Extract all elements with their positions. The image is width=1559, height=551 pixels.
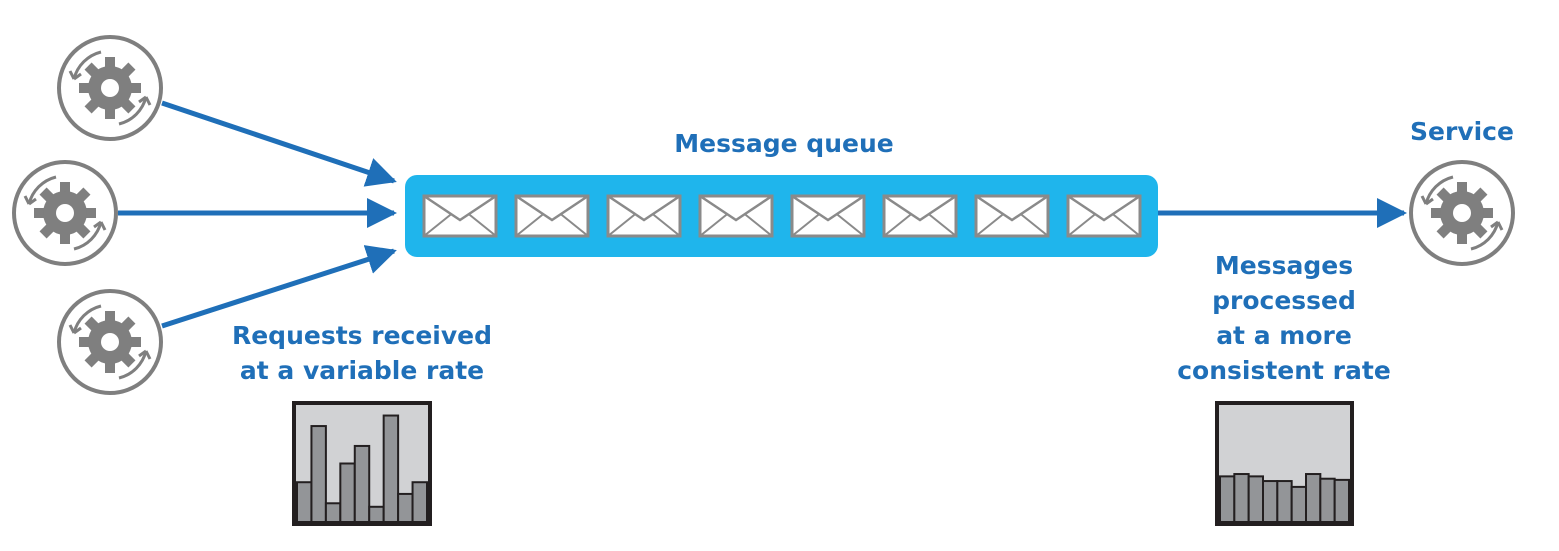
histogram-bar <box>1290 485 1307 523</box>
producer-3-icon <box>57 289 163 395</box>
producer-1-icon <box>57 35 163 141</box>
histogram-bar <box>1333 478 1350 524</box>
processed-caption: Messages processed at a more consistent … <box>1177 251 1391 385</box>
requests-caption: Requests received at a variable rate <box>231 321 493 385</box>
histogram-bar <box>397 492 414 524</box>
service-label: Service <box>1410 117 1514 146</box>
queue-messages <box>422 194 1142 238</box>
histogram-bar <box>1262 480 1279 523</box>
histogram-bar <box>353 444 371 524</box>
histogram-bar <box>324 502 342 523</box>
envelope-icon <box>422 194 498 238</box>
envelope-icon <box>974 194 1050 238</box>
envelope-icon <box>606 194 682 238</box>
envelope-icon <box>698 194 774 238</box>
histogram-bar <box>1319 477 1336 523</box>
histogram-bar <box>1305 473 1322 523</box>
histogram-bar <box>368 505 385 524</box>
consistent-rate-histogram <box>1215 401 1354 526</box>
histogram-bar <box>310 425 327 523</box>
message-queue <box>405 175 1158 257</box>
histogram-bar <box>382 414 400 523</box>
histogram-bar <box>411 481 428 523</box>
producer-1-arrow <box>161 100 397 187</box>
producer-3-arrow <box>161 245 397 329</box>
histogram-bar <box>1233 473 1250 523</box>
envelope-icon <box>790 194 866 238</box>
queue-label: Message queue <box>674 129 894 158</box>
histogram-bar <box>1247 475 1264 523</box>
histogram-bar <box>1219 475 1236 523</box>
histogram-bar <box>1276 480 1293 523</box>
envelope-icon <box>1066 194 1142 238</box>
histogram-bar <box>296 481 313 523</box>
envelope-icon <box>882 194 958 238</box>
histogram-bar <box>339 462 356 523</box>
service-icon <box>1409 160 1515 266</box>
envelope-icon <box>514 194 590 238</box>
producer-2-icon <box>12 160 118 266</box>
variable-rate-histogram <box>292 401 432 526</box>
